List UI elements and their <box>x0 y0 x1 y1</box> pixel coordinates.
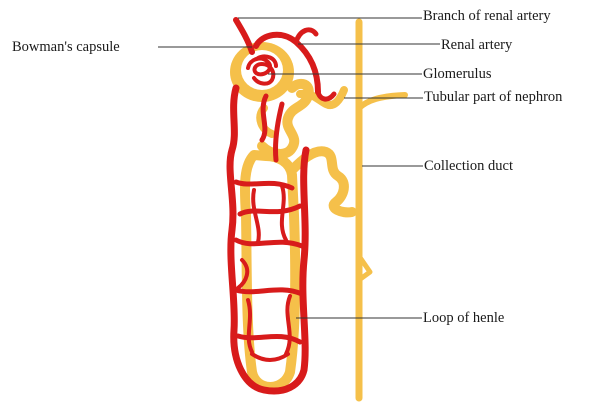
bowmans-capsule <box>230 42 294 102</box>
collection-duct <box>359 22 405 398</box>
label-bowmans-capsule: Bowman's capsule <box>12 39 120 55</box>
label-tubular-part: Tubular part of nephron <box>424 89 562 105</box>
label-branch-of-renal-artery: Branch of renal artery <box>423 8 551 24</box>
label-renal-artery: Renal artery <box>441 37 512 53</box>
label-collection-duct: Collection duct <box>424 158 513 174</box>
label-loop-of-henle: Loop of henle <box>423 310 504 326</box>
label-glomerulus: Glomerulus <box>423 66 491 82</box>
